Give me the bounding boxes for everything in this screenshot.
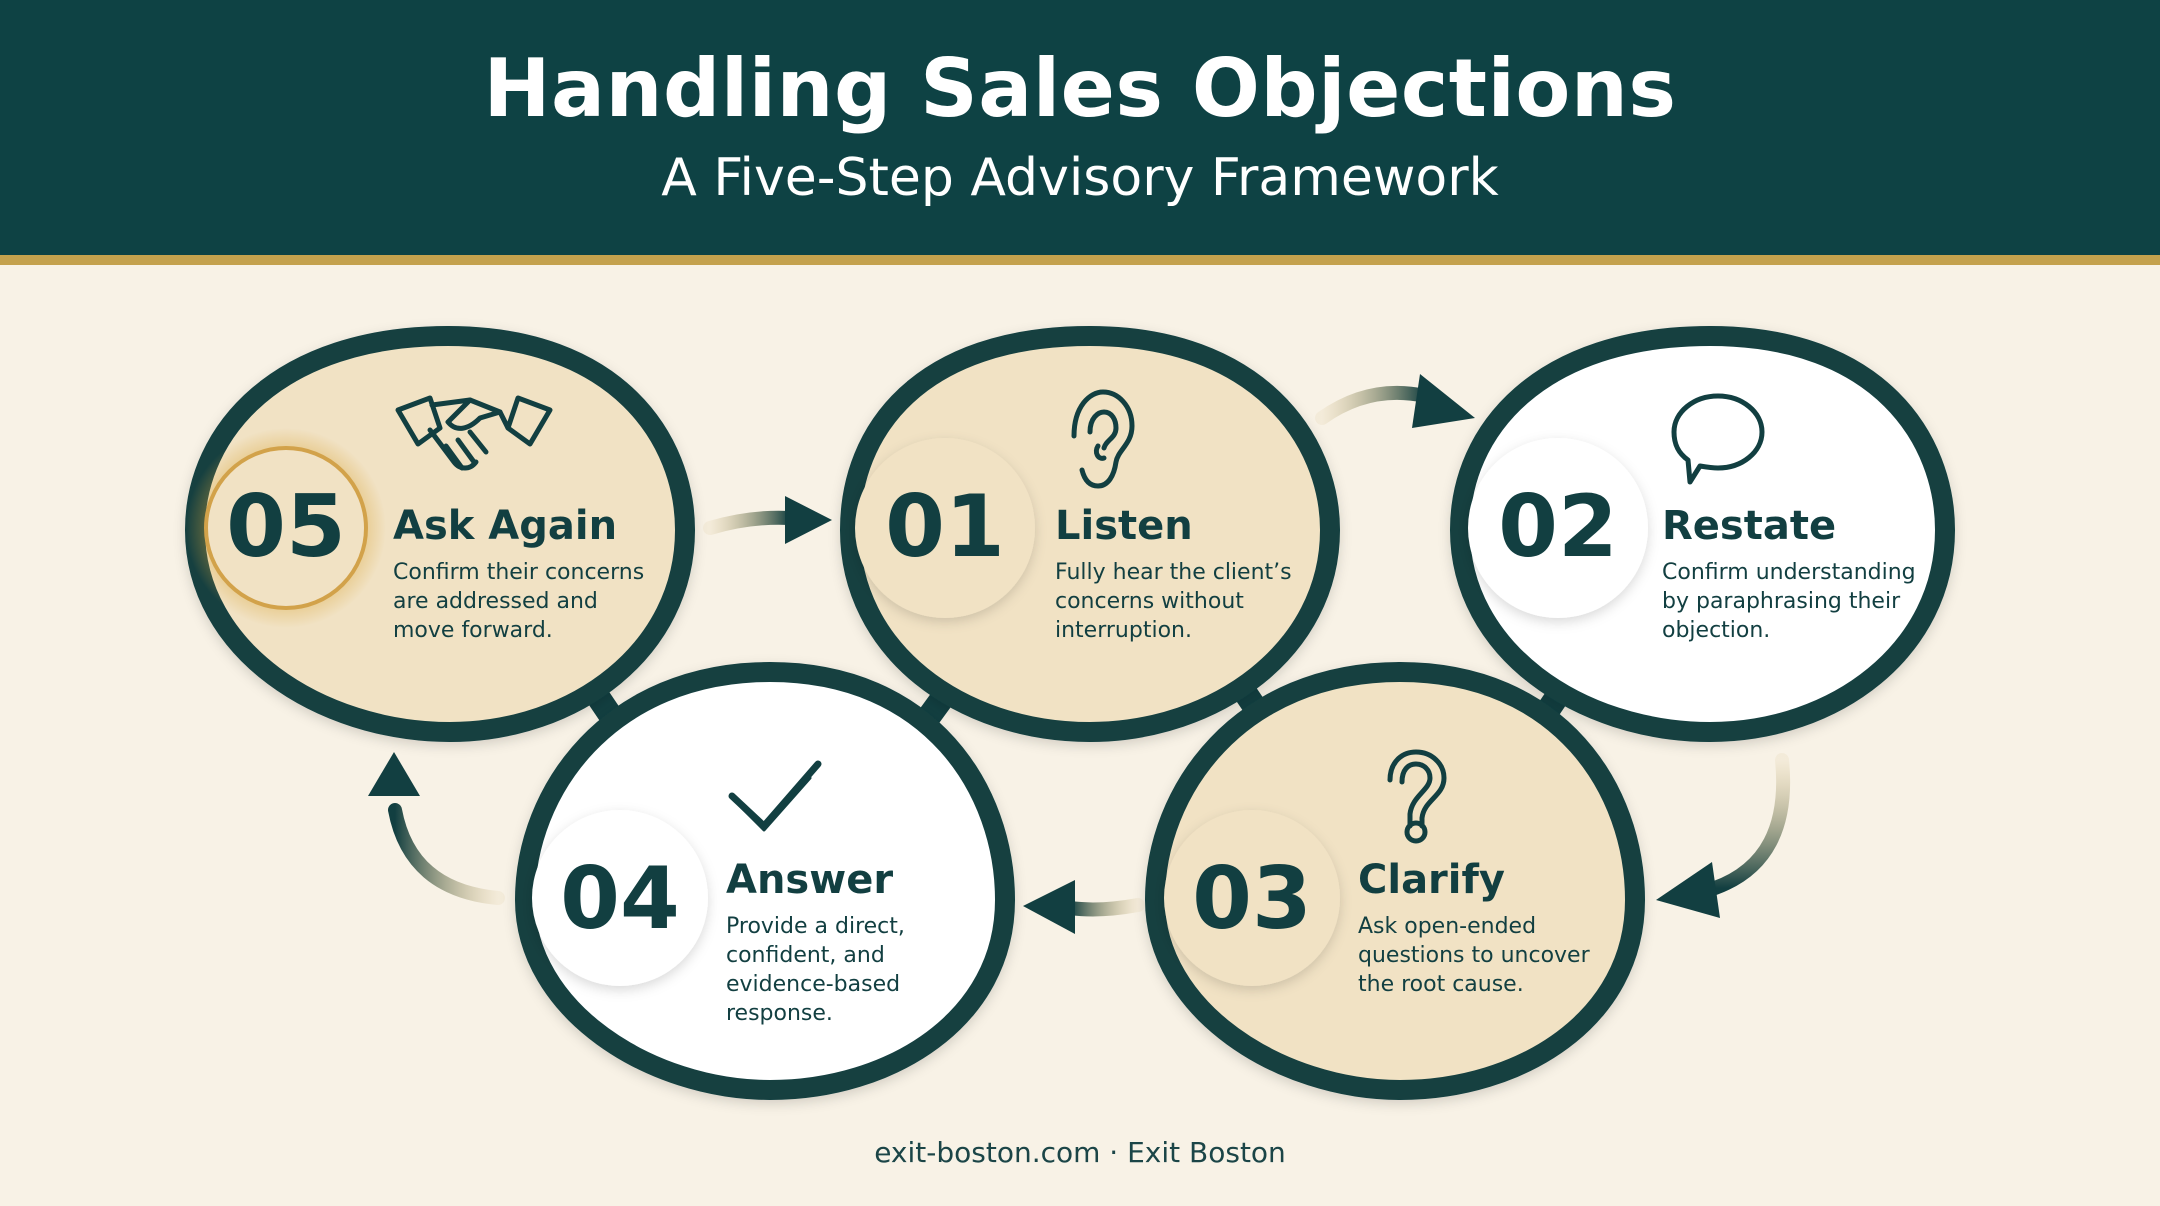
step-05-text: Ask Again Confirm their concerns are add… [393, 502, 653, 645]
arrow-05-to-01 [703, 496, 832, 544]
step-number-03: 03 [1192, 849, 1312, 949]
number-badge-05 [204, 446, 368, 610]
step-description: Fully hear the client’s concerns without… [1055, 560, 1292, 643]
arrow-01-to-02 [1315, 374, 1475, 428]
handshake-icon [395, 395, 553, 471]
step-description: Ask open-ended questions to uncover the … [1358, 914, 1590, 997]
step-description: Confirm understanding by paraphrasing th… [1662, 560, 1916, 643]
question-mark-icon [1387, 749, 1447, 844]
checkmark-icon [728, 760, 822, 832]
step-node-03 [1144, 661, 1646, 1101]
step-description: Provide a direct, confident, and evidenc… [726, 914, 905, 1026]
step-node-02 [1449, 325, 1956, 743]
arrow-03-to-04 [1023, 880, 1145, 934]
step-02-text: Restate Confirm understanding by paraphr… [1662, 502, 1927, 645]
arrow-02-to-03 [1656, 753, 1791, 918]
step-01-text: Listen Fully hear the client’s concerns … [1055, 502, 1315, 645]
step-number-05: 05 [226, 477, 346, 577]
step-title: Clarify [1358, 857, 1505, 903]
number-badge-02 [1468, 438, 1648, 618]
number-badge-01 [855, 438, 1035, 618]
page-subtitle: A Five-Step Advisory Framework [661, 148, 1499, 208]
step-description: Confirm their concerns are addressed and… [393, 560, 645, 643]
step-number-02: 02 [1498, 477, 1618, 577]
header-banner [0, 0, 2160, 255]
step-number-01: 01 [885, 477, 1005, 577]
step-title: Listen [1055, 503, 1193, 549]
step-title: Answer [726, 857, 894, 903]
step-title: Ask Again [393, 503, 618, 549]
step-number-04: 04 [560, 849, 680, 949]
speech-bubble-icon [1671, 393, 1765, 485]
arrow-04-to-05 [368, 752, 505, 905]
step-node-01 [839, 325, 1341, 743]
footer-credit: exit-boston.com · Exit Boston [874, 1136, 1286, 1169]
number-badge-03 [1164, 810, 1340, 986]
step-03-text: Clarify Ask open-ended questions to unco… [1358, 856, 1618, 999]
header-divider [0, 255, 2160, 265]
page-title: Handling Sales Objections [483, 42, 1677, 135]
step-04-text: Answer Provide a direct, confident, and … [726, 856, 976, 1028]
step-node-04 [514, 661, 1016, 1101]
ear-icon [1071, 389, 1135, 489]
step-title: Restate [1662, 503, 1837, 549]
number-badge-04 [532, 810, 708, 986]
